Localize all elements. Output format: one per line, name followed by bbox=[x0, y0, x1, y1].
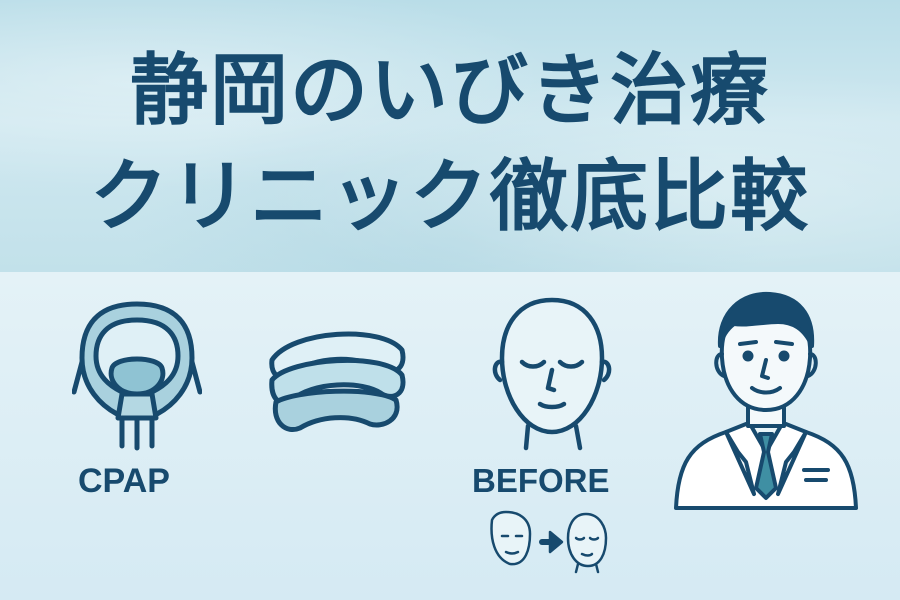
doctor-icon bbox=[674, 291, 858, 510]
cpap-mask-icon bbox=[72, 301, 202, 451]
before-label: BEFORE bbox=[472, 462, 610, 499]
cpap-label: CPAP bbox=[78, 462, 170, 500]
title-line-1: 静岡のいびき治療 bbox=[129, 46, 770, 136]
title-line-2: クリニック徹底比較 bbox=[89, 152, 810, 242]
mouthpiece-icon bbox=[269, 331, 406, 432]
title-banner: 静岡のいびき治療 クリニック徹底比較 bbox=[0, 0, 900, 272]
sleeping-face-icon bbox=[492, 297, 612, 451]
before-after-faces-icon bbox=[490, 510, 608, 574]
